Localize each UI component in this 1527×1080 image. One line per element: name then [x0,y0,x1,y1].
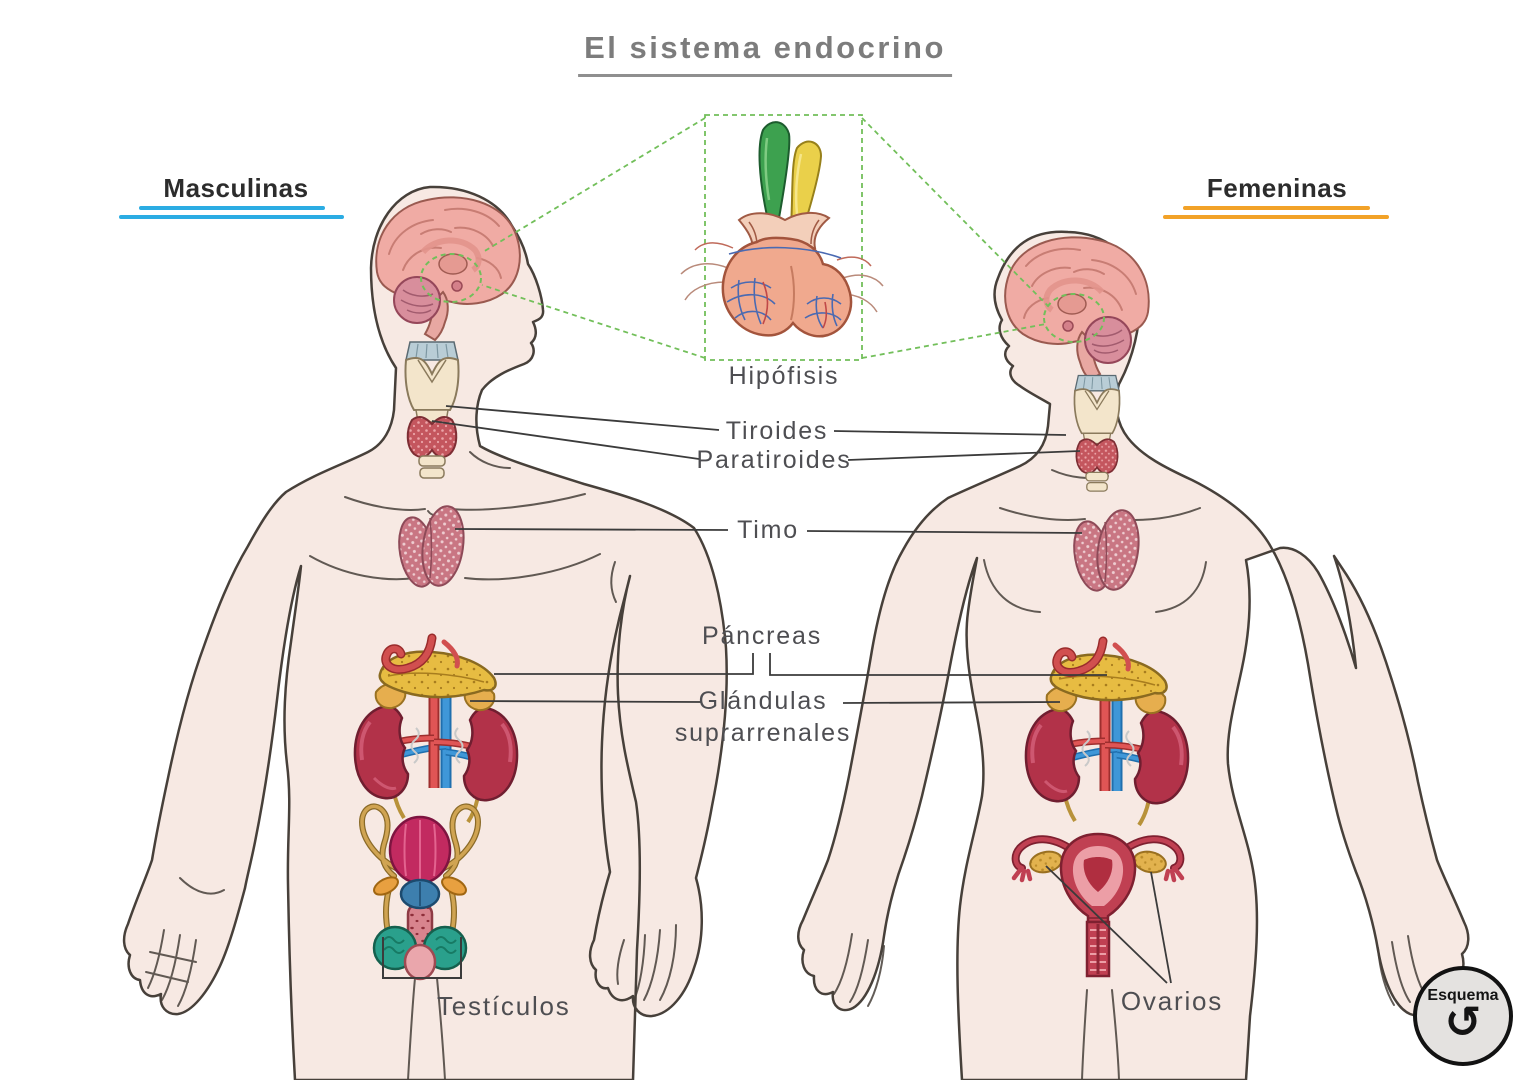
pituitary-gland-illustration [680,121,884,338]
esquema-badge-label: Esquema [1427,987,1499,1005]
masculinas-underline-bottom [119,215,344,219]
pituitary-zoom-box [481,114,1049,361]
esquema-badge[interactable]: Esquema ↺ [1413,966,1513,1066]
femeninas-underline-top [1183,206,1370,210]
label-tiroides: Tiroides [725,417,829,445]
label-connector-lines [382,405,1172,984]
rotate-ccw-icon: ↺ [1444,997,1482,1049]
male-reproductive-illustration [358,803,482,981]
male-figure [122,185,728,1080]
label-timo: Timo [737,516,799,544]
page-title: El sistema endocrino [578,30,952,77]
female-reproductive-illustration [1011,832,1185,978]
femeninas-underline-bottom [1163,215,1389,219]
legend-femeninas: Femeninas [1206,173,1348,203]
masculinas-underline-top [139,206,325,210]
label-pancreas: Páncreas [701,622,823,650]
label-testiculos: Testículos [437,991,571,1021]
label-hipofisis: Hipófisis [728,362,840,390]
legend-masculinas: Masculinas [163,173,309,203]
label-ovarios: Ovarios [1120,986,1224,1016]
label-glandulas-suprarrenales-line2: suprarrenales [674,719,852,747]
female-figure [797,230,1470,1080]
label-paratiroides: Paratiroides [696,446,852,474]
label-glandulas-suprarrenales-line1: Glándulas [698,687,828,715]
